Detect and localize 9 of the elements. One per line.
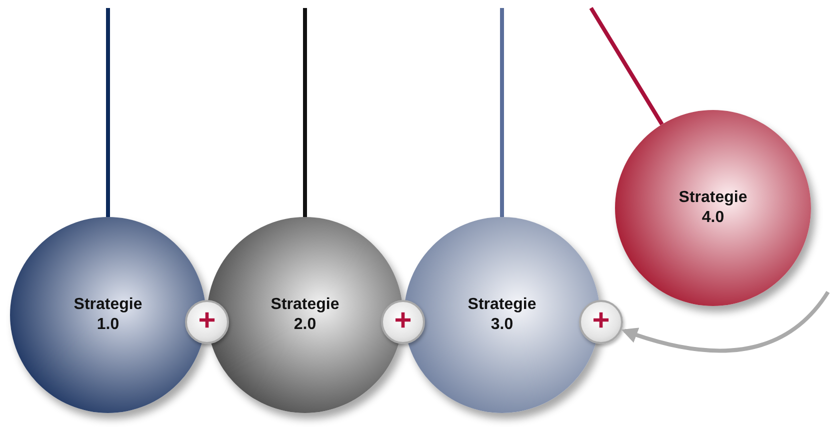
sphere-label: Strategie 2.0 xyxy=(270,295,340,335)
sphere-label: Strategie 1.0 xyxy=(72,295,144,335)
sphere-label: Strategie 4.0 xyxy=(678,188,748,228)
sphere-label: Strategie 3.0 xyxy=(466,295,538,335)
plus-sign: + xyxy=(592,306,610,336)
plus-badge xyxy=(579,300,623,344)
plus-sign: + xyxy=(394,306,412,336)
plus-sign: + xyxy=(198,306,216,336)
curved-arrow xyxy=(621,290,830,353)
